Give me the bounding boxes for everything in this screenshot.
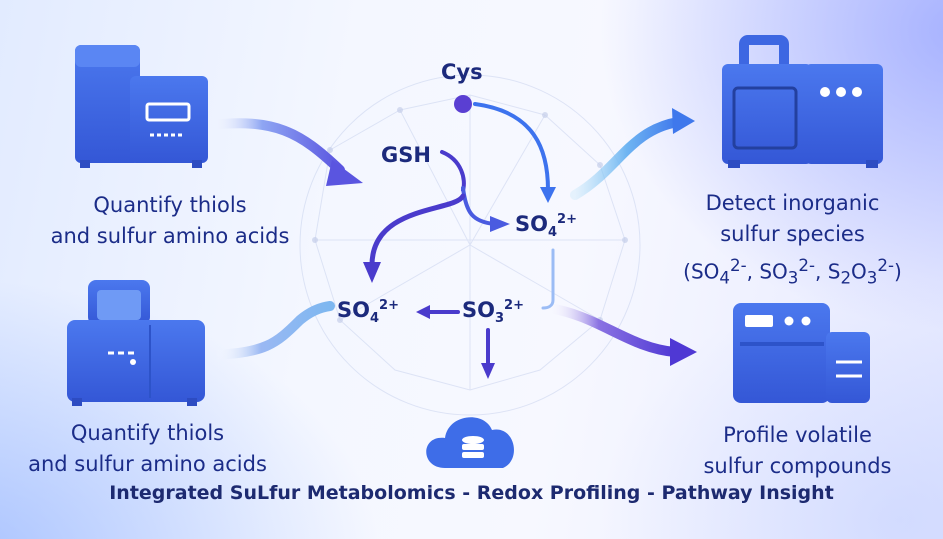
arrow-quantify-to-gsh — [205, 118, 363, 186]
node-so3: SO32+ — [462, 298, 524, 327]
instrument-top-right-icon — [722, 35, 883, 168]
instrument-bottom-right-icon — [733, 303, 870, 403]
detect-species-list: (SO42-, SO32-, S2O32-) — [683, 256, 902, 288]
caption-line: Quantify thiols — [93, 193, 247, 217]
cys-node-dot — [454, 95, 472, 113]
node-so4-upper: SO42+ — [515, 212, 577, 241]
background-nodes — [312, 107, 628, 323]
caption-detect: Detect inorganic sulfur species (SO42-, … — [655, 188, 930, 294]
instrument-bottom-left-icon — [67, 280, 205, 406]
caption-quantify-bottom: Quantify thiols and sulfur amino acids — [10, 418, 285, 480]
caption-quantify-top: Quantify thiols and sulfur amino acids — [40, 190, 300, 252]
node-gsh: GSH — [381, 143, 431, 167]
caption-line: sulfur compounds — [703, 454, 892, 478]
caption-line: Detect inorganic — [705, 191, 880, 215]
caption-line: and sulfur amino acids — [28, 452, 267, 476]
arrow-quantify-to-so4 — [210, 301, 335, 360]
caption-line: sulfur species — [720, 222, 865, 246]
node-cys: Cys — [441, 60, 483, 84]
background-network — [299, 74, 641, 416]
caption-line: and sulfur amino acids — [50, 224, 290, 248]
instrument-top-left-icon — [75, 45, 208, 168]
footer-tagline: Integrated SuLfur Metabolomics - Redox P… — [109, 482, 834, 504]
arrow-to-profile — [543, 303, 697, 366]
caption-profile: Profile volatile sulfur compounds — [680, 420, 915, 482]
node-so4-left: SO42+ — [337, 298, 399, 327]
arrow-to-detect — [570, 108, 695, 200]
caption-line: Profile volatile — [723, 423, 872, 447]
database-cloud-icon — [426, 417, 514, 468]
pathway-lines — [363, 102, 556, 379]
caption-line: Quantify thiols — [70, 421, 225, 445]
